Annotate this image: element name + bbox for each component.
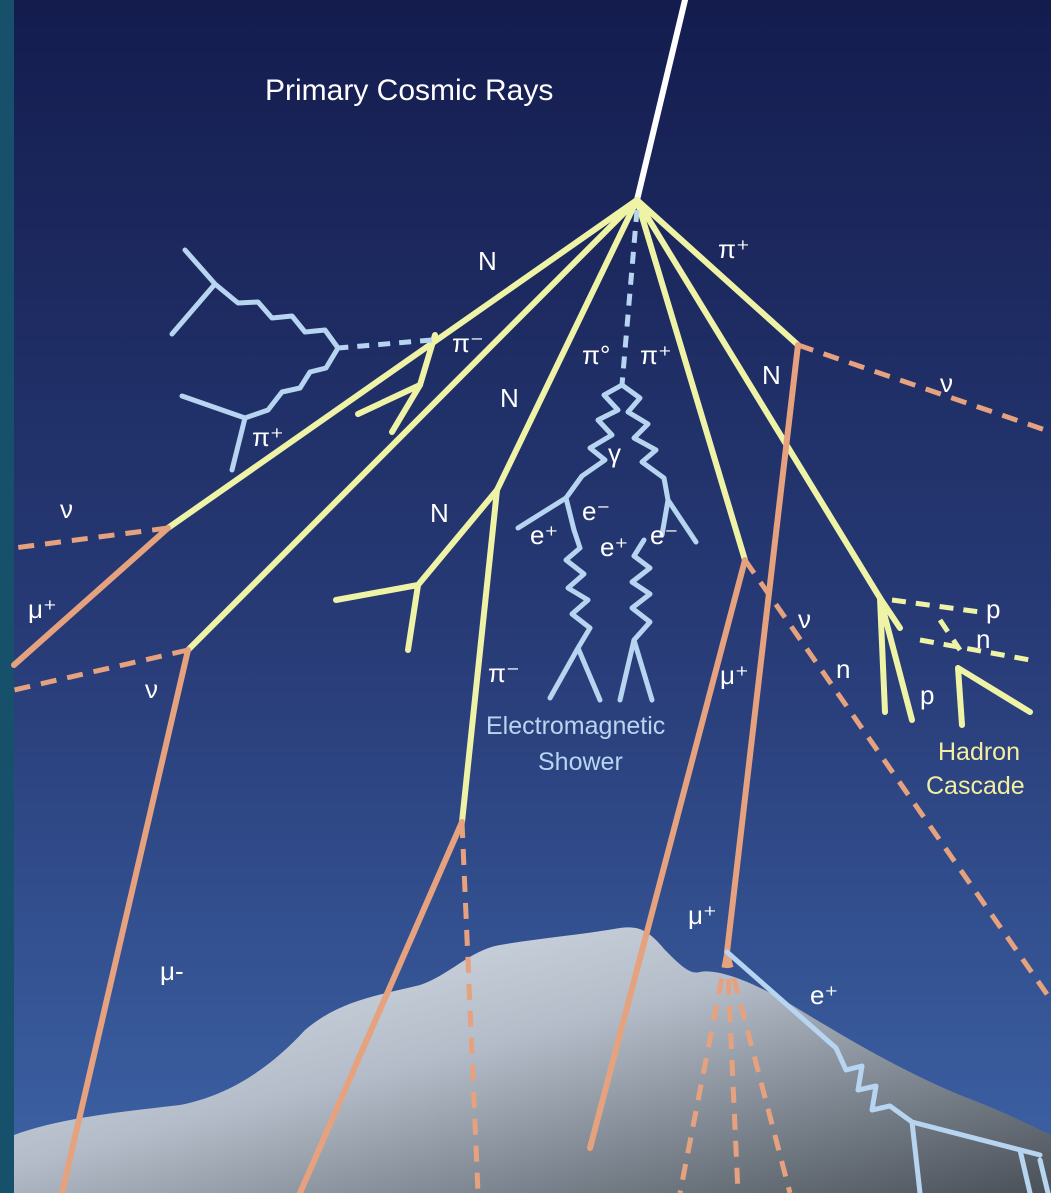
label-p-2: p — [920, 680, 934, 710]
label-nu-left: ν — [60, 494, 73, 524]
label-N-right: N — [762, 360, 781, 390]
label-pi-minus-lower: π⁻ — [488, 658, 520, 688]
label-pi-plus-center: π⁺ — [640, 340, 672, 370]
mountain — [14, 927, 1051, 1193]
label-mu-plus-left: μ⁺ — [28, 594, 57, 624]
particle-labels: N π⁺ π⁻ π⁺ N π° π⁺ N ν γ N e⁺ e⁻ e⁺ e⁻ ν… — [28, 234, 1000, 1010]
em-shower-caption: Electromagnetic Shower — [486, 712, 665, 776]
label-mu-plus-bottom: μ⁺ — [688, 900, 717, 930]
label-e-minus-2: e⁻ — [650, 520, 678, 550]
hadron-tracks — [165, 197, 1033, 825]
label-gamma: γ — [608, 438, 621, 468]
label-pi-plus-top: π⁺ — [718, 234, 750, 264]
hadron-cascade-line1: Hadron — [938, 738, 1020, 766]
muon-tracks — [11, 342, 801, 1193]
label-n-1: n — [976, 624, 990, 654]
label-n-2: n — [836, 654, 850, 684]
nucleon-dashes — [891, 597, 1031, 663]
label-mu-plus-center: μ⁺ — [720, 660, 749, 690]
label-e-plus-2: e⁺ — [600, 532, 628, 562]
label-nu-right-top: ν — [940, 368, 953, 398]
label-pi-plus-left: π⁺ — [252, 422, 284, 452]
hadron-cascade-caption: Hadron Cascade — [926, 738, 1025, 800]
label-p-1: p — [986, 594, 1000, 624]
label-pi0: π° — [582, 340, 610, 370]
em-shower-lines — [169, 209, 1051, 1193]
hadron-cascade-line2: Cascade — [926, 772, 1025, 800]
label-N-lower: N — [430, 498, 449, 528]
label-e-plus-1: e⁺ — [530, 520, 558, 550]
title: Primary Cosmic Rays — [265, 74, 553, 107]
label-e-minus-1: e⁻ — [582, 496, 610, 526]
label-mu-minus: μ- — [160, 956, 184, 986]
label-pi-minus-left: π⁻ — [452, 328, 484, 358]
label-e-plus-bottom: e⁺ — [810, 980, 838, 1010]
em-shower-line2: Shower — [538, 748, 623, 776]
em-shower-line1: Electromagnetic — [486, 712, 665, 740]
primary-ray — [634, 0, 688, 203]
label-nu-left-lower: ν — [145, 674, 158, 704]
label-N-mid: N — [500, 383, 519, 413]
label-N-top: N — [478, 246, 497, 276]
label-nu-center: ν — [798, 604, 811, 634]
neutrino-tracks — [13, 342, 1051, 1193]
